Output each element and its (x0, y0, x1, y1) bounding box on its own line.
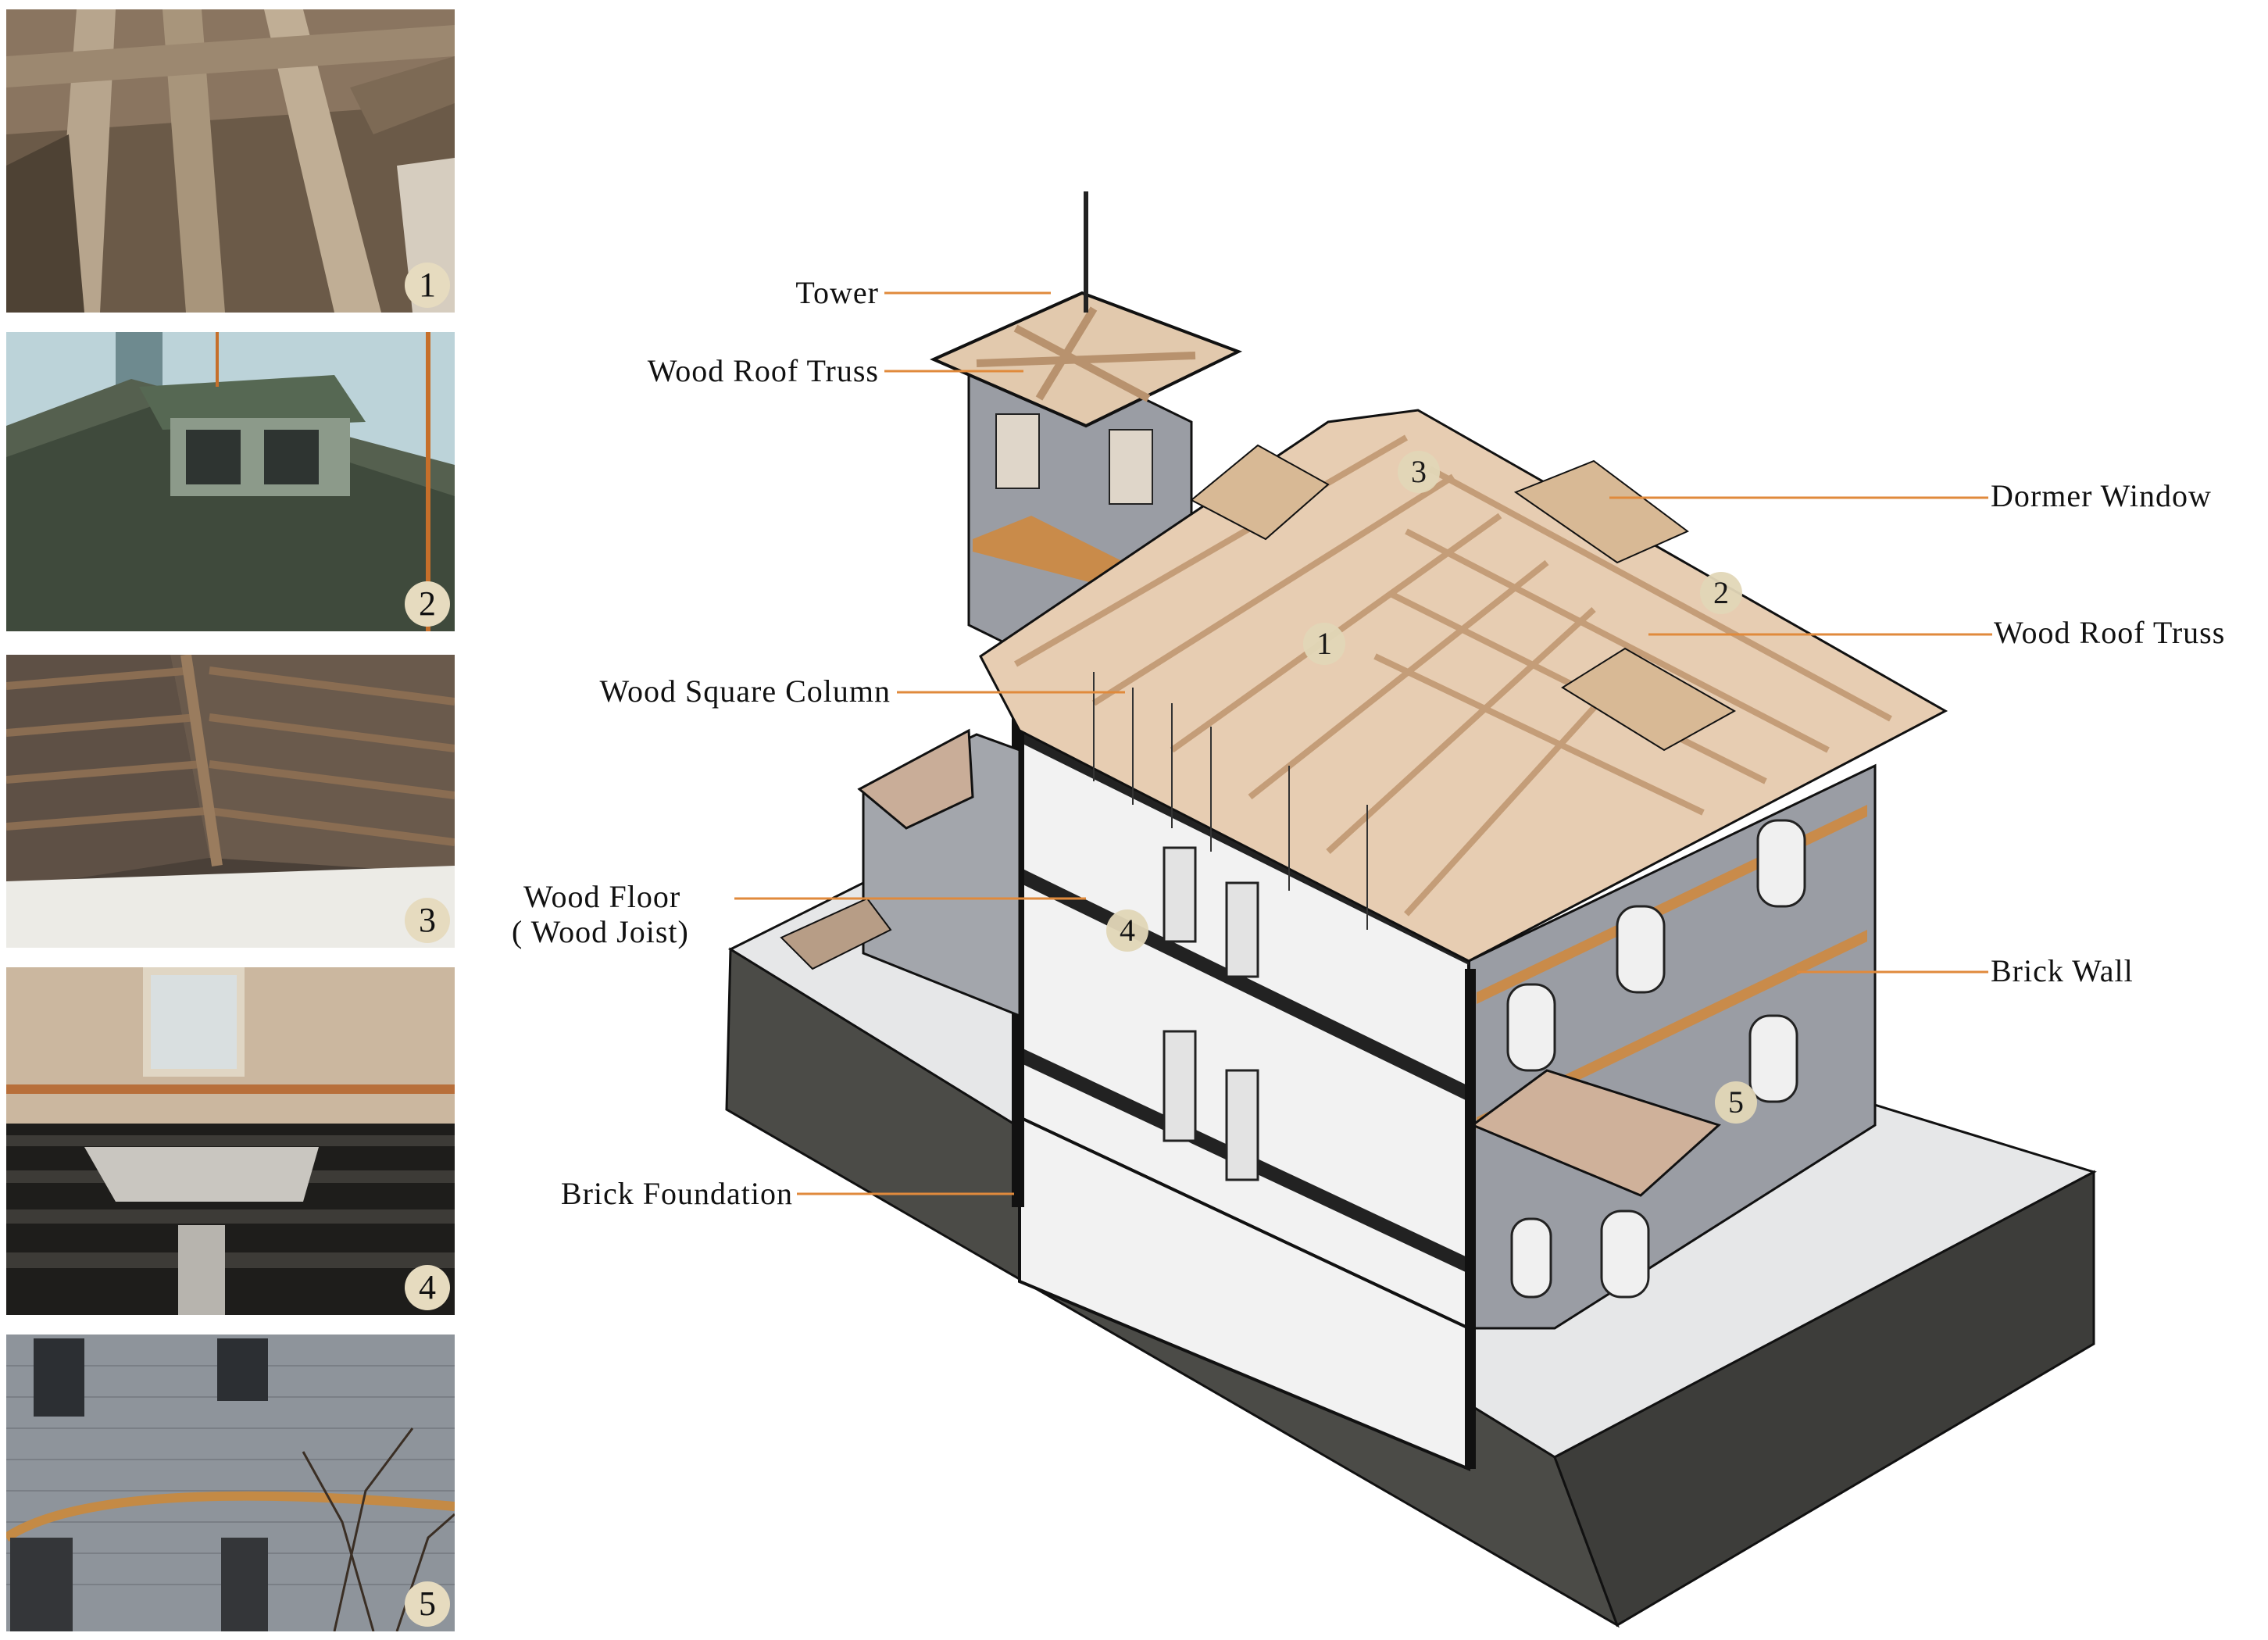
left-wing-roof (857, 728, 974, 830)
dormer-left (1190, 444, 1330, 541)
porch-roof (1470, 1069, 1721, 1197)
label-brick-wall: Brick Wall (1991, 953, 2134, 988)
label-wood-square-column: Wood Square Column (599, 674, 891, 709)
photo-wood-floor-joists: 4 (6, 967, 455, 1315)
photo-number-badge: 5 (405, 1581, 450, 1627)
building-axonometric-section (725, 191, 2097, 1628)
marker-4: 4 (1106, 909, 1148, 952)
label-wood-joist: ( Wood Joist) (512, 914, 689, 949)
marker-2: 2 (1700, 572, 1742, 614)
ground-right-face (1553, 1170, 2095, 1627)
dormer-lower (1561, 647, 1737, 752)
photo-number-badge: 2 (405, 581, 450, 627)
photo-number-badge: 1 (405, 263, 450, 308)
label-wood-floor: Wood Floor (523, 879, 681, 914)
photo-number-badge: 3 (405, 898, 450, 943)
photo-brick-wall: 5 (6, 1335, 455, 1631)
marker-3: 3 (1398, 451, 1440, 493)
marker-1: 1 (1303, 623, 1345, 665)
marker-5: 5 (1715, 1081, 1757, 1124)
left-steps (780, 897, 892, 970)
photo-number-badge: 4 (405, 1265, 450, 1310)
label-brick-foundation: Brick Foundation (560, 1176, 793, 1211)
label-wood-roof-truss-right: Wood Roof Truss (1994, 615, 2226, 650)
photo-roof-truss-interior: 3 (6, 655, 455, 948)
dormer-right (1513, 459, 1689, 564)
photo-roof-timber-framing: 1 (6, 9, 455, 313)
photo-dormer-window: 2 (6, 332, 455, 631)
label-dormer-window: Dormer Window (1991, 478, 2212, 513)
label-tower: Tower (795, 275, 879, 310)
label-wood-roof-truss-left: Wood Roof Truss (647, 353, 879, 388)
